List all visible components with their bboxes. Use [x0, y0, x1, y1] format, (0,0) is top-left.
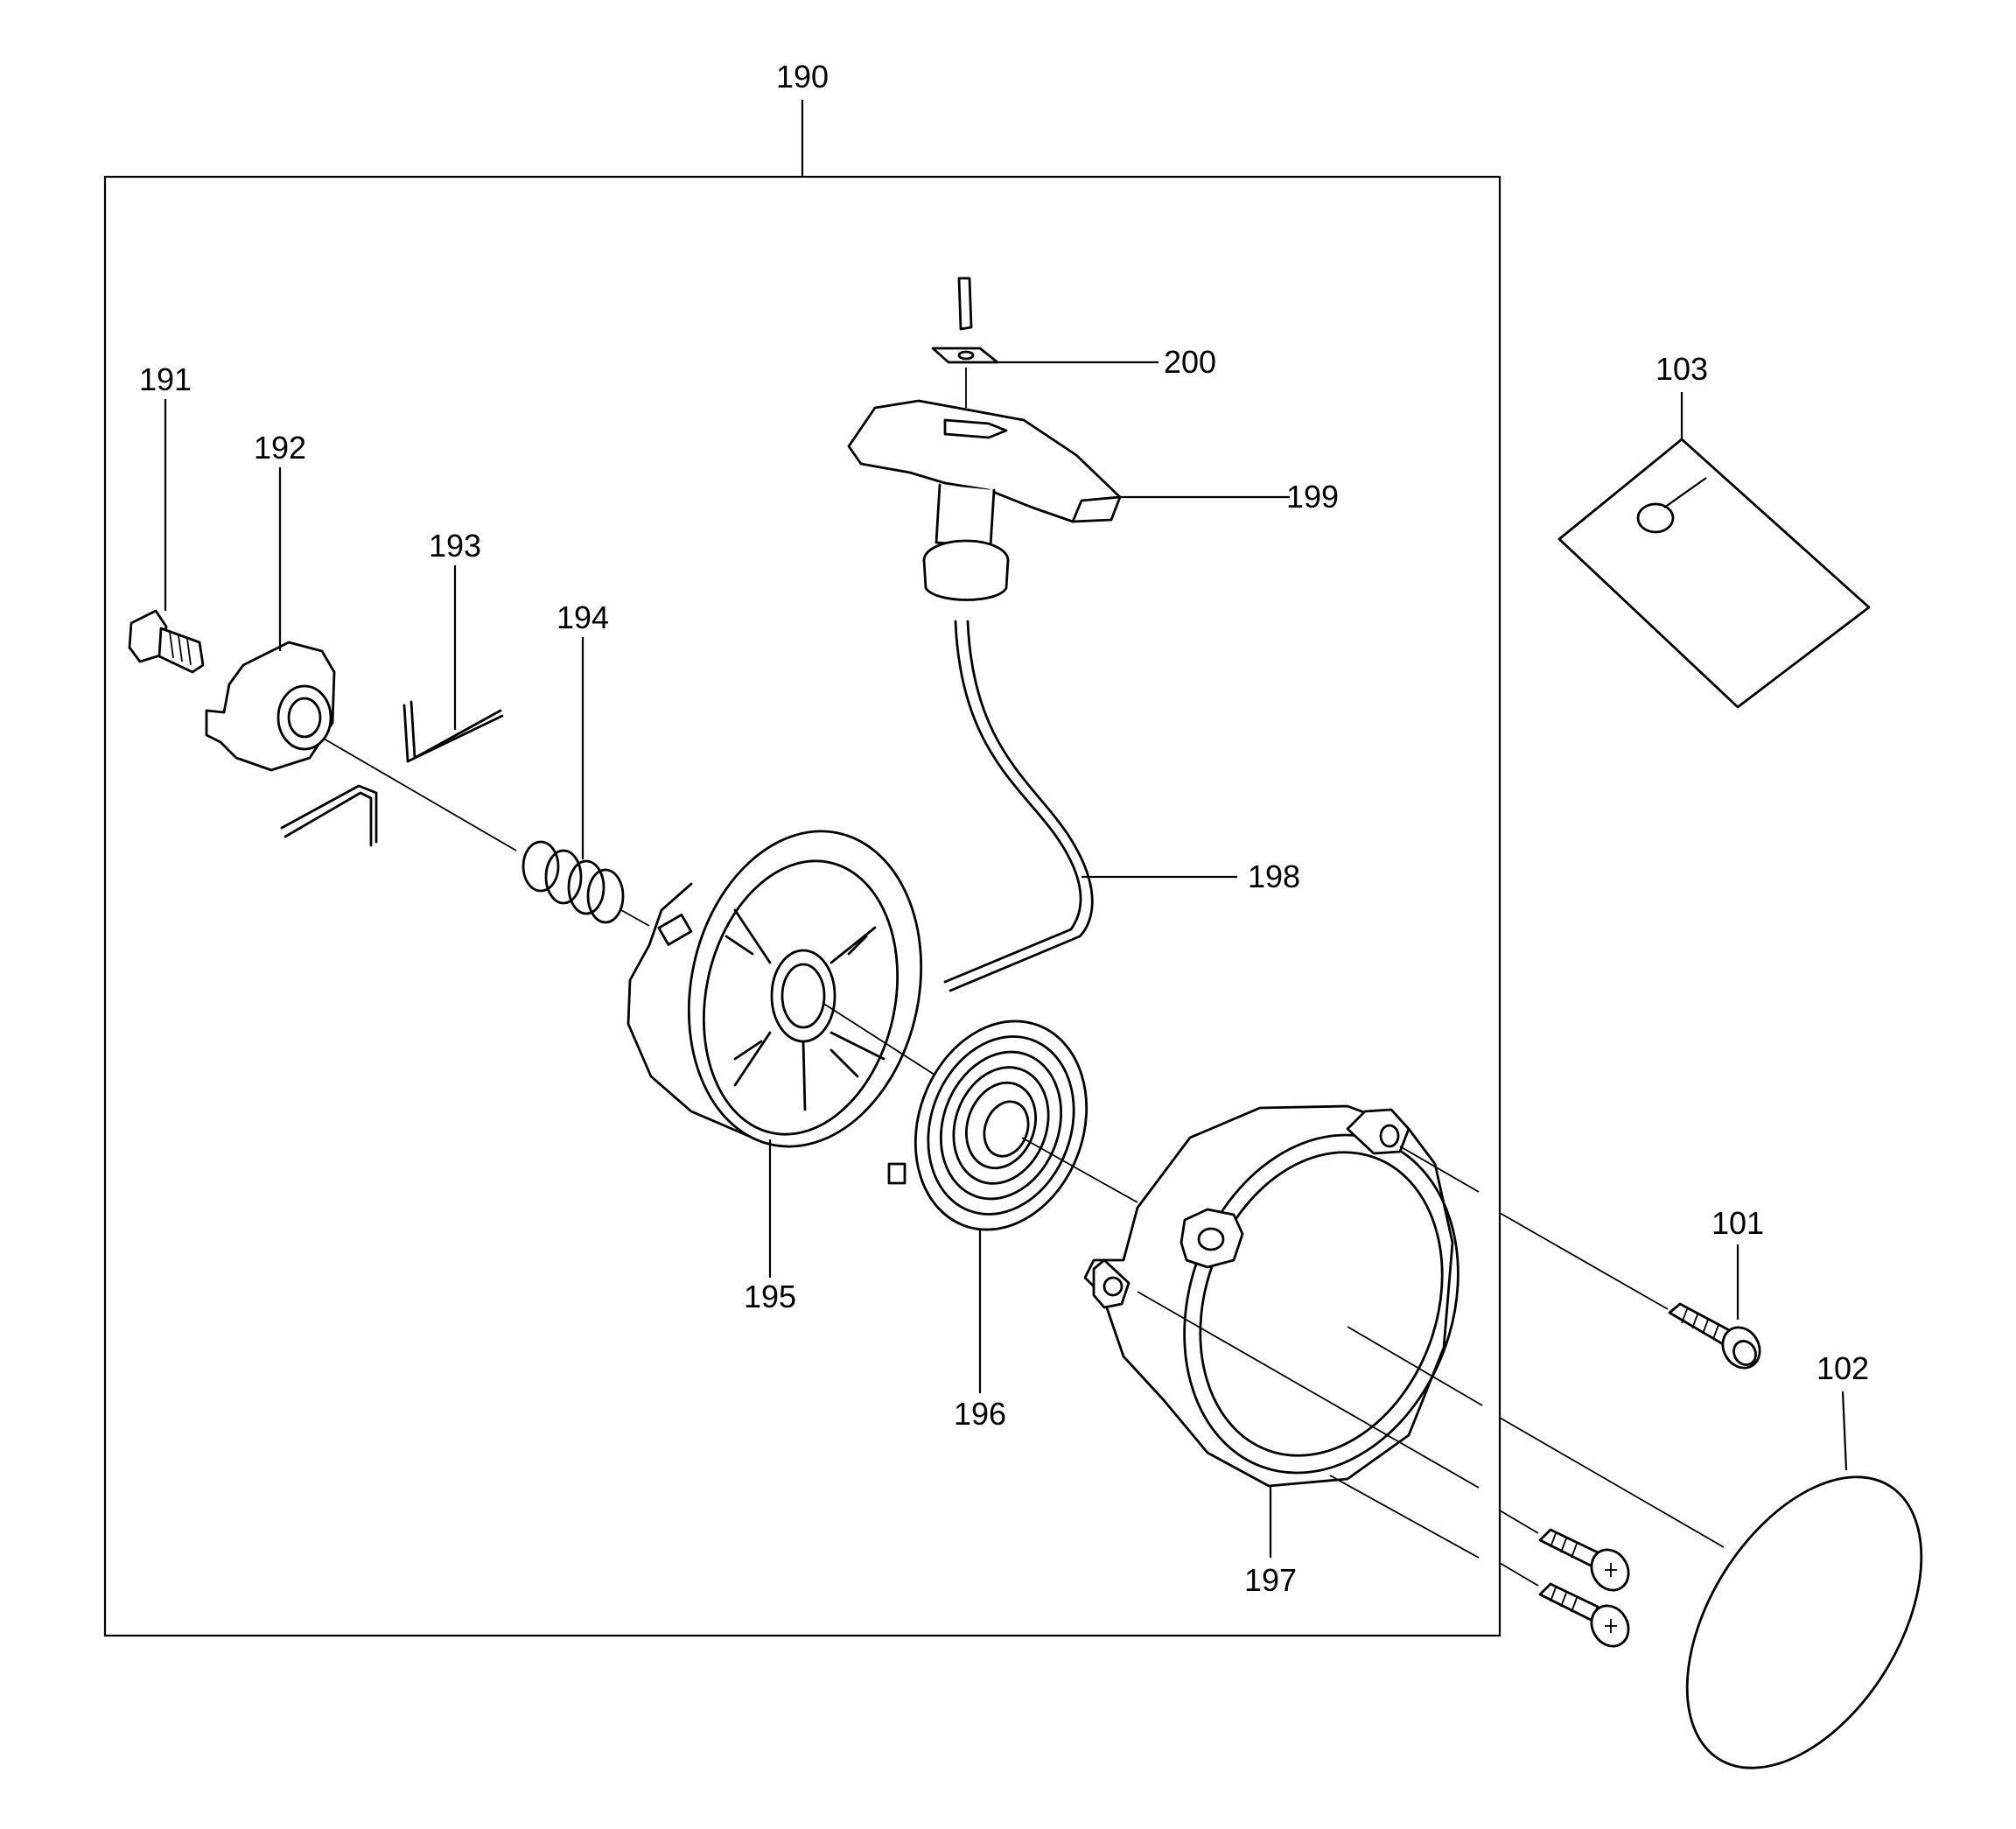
part-200-pin-plate: [931, 277, 1158, 408]
part-191-screw: [128, 399, 205, 674]
label-199: 199: [1286, 479, 1339, 515]
label-190: 190: [776, 59, 829, 95]
part-193-hex-key: [402, 565, 504, 763]
part-198-rope: [943, 620, 1237, 992]
part-102-cover: [1499, 1391, 1923, 1769]
label-102: 102: [1816, 1350, 1869, 1386]
part-199-handle: [847, 399, 1290, 601]
label-103: 103: [1656, 351, 1708, 387]
part-197-housing: [1083, 1104, 1483, 1559]
label-197: 197: [1244, 1562, 1297, 1598]
part-101-screw: [1499, 1212, 1761, 1370]
part-194-spring: [522, 637, 625, 924]
label-193: 193: [429, 528, 481, 564]
label-200: 200: [1164, 344, 1216, 380]
label-195: 195: [744, 1279, 796, 1314]
wire-pin: [280, 784, 378, 847]
housing-screw-upper: [1538, 1528, 1630, 1592]
part-103-label-card: [1558, 392, 1871, 709]
label-101: 101: [1712, 1205, 1764, 1241]
screw-leader-lower: [1499, 1562, 1539, 1587]
housing-screw-lower: [1538, 1582, 1630, 1648]
axis-line-2: [620, 909, 650, 927]
label-191: 191: [139, 361, 192, 397]
part-192-ratchet: [205, 467, 336, 772]
label-192: 192: [254, 430, 306, 466]
part-195-pulley: [626, 830, 935, 1278]
label-196: 196: [954, 1396, 1006, 1432]
screw-leader-upper: [1499, 1510, 1539, 1534]
label-194: 194: [556, 599, 609, 635]
axis-line-1: [323, 738, 517, 851]
part-196-recoil-spring: [887, 1020, 1138, 1393]
label-198: 198: [1248, 858, 1300, 894]
